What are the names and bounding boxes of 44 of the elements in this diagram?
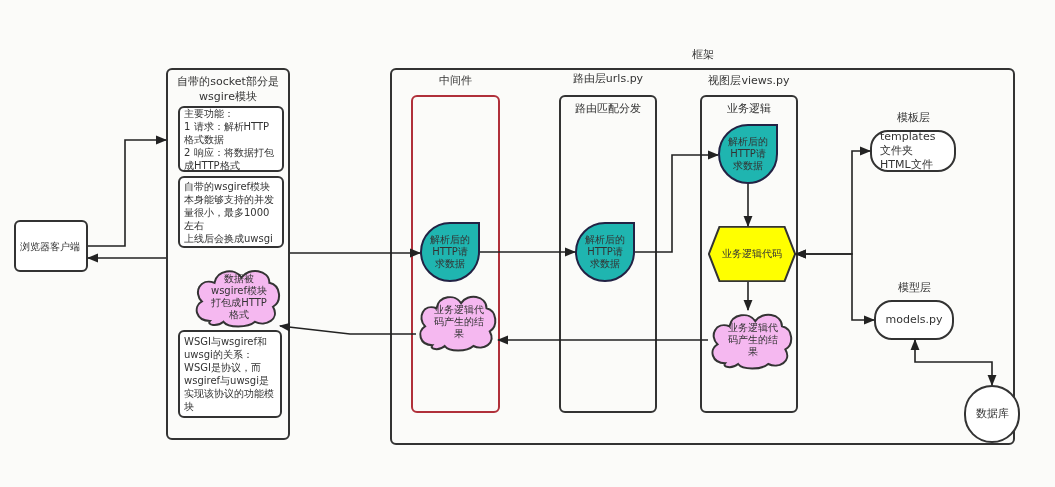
arrow (743, 183, 753, 228)
node-text: 模型层 (896, 280, 932, 296)
node-text: 2 响应：将数据打包成HTTP格式 (184, 145, 275, 172)
arrow (289, 248, 422, 258)
server-panel (166, 68, 290, 440)
arrow (86, 253, 167, 263)
client-box (14, 220, 88, 272)
data-drop (718, 124, 778, 184)
note-box (178, 106, 284, 172)
node-text: 自带的socket部分是wsgire模块 (176, 74, 280, 104)
node-text: 框架 (691, 46, 714, 63)
node-text: 路由匹配分发 (574, 101, 642, 117)
node-text: 业务逻辑 (726, 101, 772, 117)
node-text: 路由层urls.py (572, 71, 644, 88)
node-text: 上线后会换成uwsgi (184, 231, 274, 245)
arrow (496, 335, 709, 345)
node-text: 业务逻辑代码 (722, 248, 782, 260)
note-box (178, 176, 284, 248)
data-drop (575, 222, 635, 282)
data-drop (420, 222, 480, 282)
node-text: 数据库 (975, 405, 1009, 422)
arrow (479, 247, 577, 257)
node-text: HTML文件 (880, 158, 934, 172)
node-text: 解析后的HTTP请求数据 (728, 136, 768, 172)
node-text: WSGI是协议，而wsgiref与uwsgi是实现该协议的功能模块 (184, 361, 275, 413)
arrow (634, 150, 720, 253)
node-text: 浏览器客户端 (20, 239, 81, 253)
note-box (178, 330, 282, 418)
arrow (910, 338, 997, 387)
node-text: 视图层views.py (708, 73, 790, 90)
arrow (278, 322, 417, 335)
node-text: 中间件 (439, 73, 472, 90)
arrow (87, 135, 168, 247)
process-hexagon (708, 226, 796, 282)
node-text: 主要功能： (184, 106, 235, 120)
node-text: models.py (884, 313, 944, 327)
node-text: 解析后的HTTP请求数据 (585, 234, 625, 270)
node-text: 解析后的HTTP请求数据 (430, 234, 470, 270)
node-text: 自带的wsgiref模块本身能够支持的并发量很小，最多1000左右 (184, 179, 275, 232)
arrow (743, 281, 753, 312)
node-text: templates文件夹 (880, 130, 937, 158)
node-text: 1 请求：解析HTTP格式数据 (184, 119, 271, 146)
node-text: WSGI与wsgiref和uwsgi的关系： (184, 335, 268, 361)
node-text: 模板层 (895, 110, 931, 126)
